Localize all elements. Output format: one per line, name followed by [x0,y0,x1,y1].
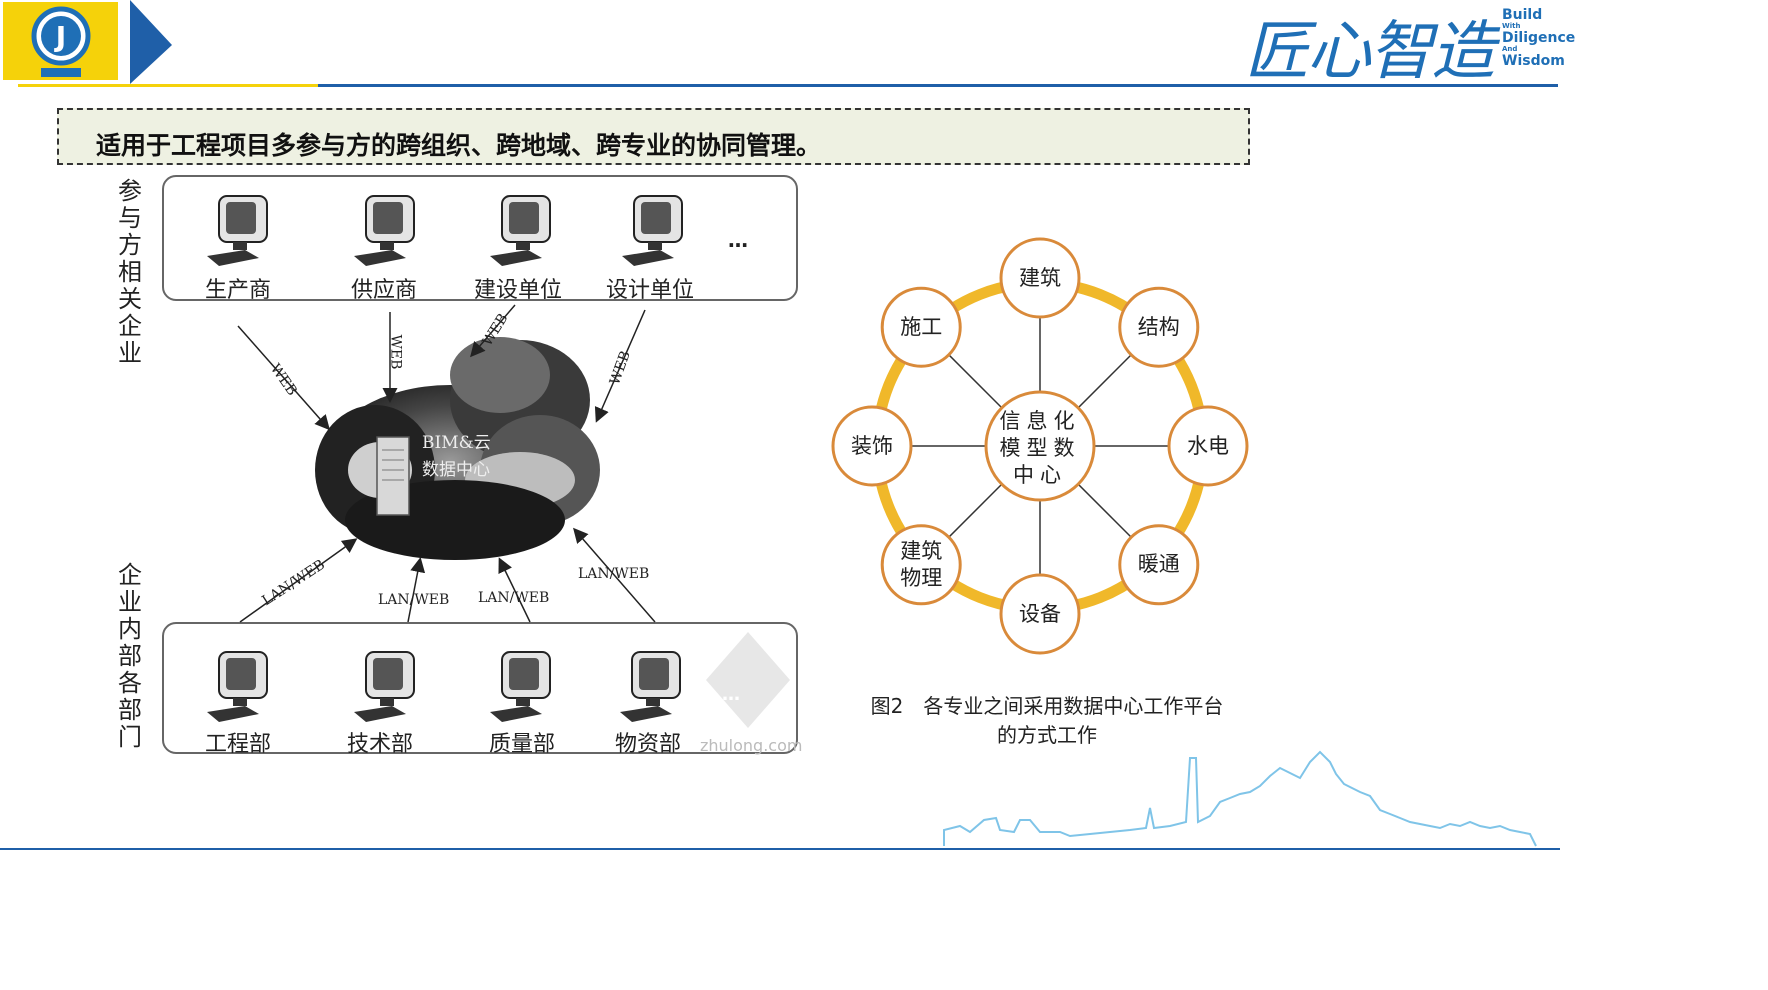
cloud-label-line: BIM&云 [422,433,491,453]
caption-line: 的方式工作 [997,723,1097,747]
hub-node-label: 装饰 [832,433,912,460]
hub-center-line: 模型数 [999,436,1081,460]
cloud-label: BIM&云 数据中心 [422,430,491,484]
header-rule-blue [318,84,1558,87]
footer-rule [0,848,1560,850]
hub-node-label: 施工 [881,314,961,341]
participant-label: 生产商 [204,278,272,303]
hub-node [831,405,913,487]
connection-label: LAN/WEB [378,592,450,608]
hub-node [880,524,962,606]
server-icon [376,436,410,516]
hub-node-label-line: 设备 [1019,601,1061,626]
watermark-text: zhulong.com [700,736,803,755]
hub-node-label: 结构 [1119,314,1199,341]
department-label: 物资部 [614,732,682,757]
computer-icon [618,650,688,724]
hub-node-label-line: 暖通 [1137,552,1180,577]
slogan-en-word: And [1502,45,1518,53]
banner-text: 适用于工程项目多参与方的跨组织、跨地域、跨专业的协同管理。 [96,131,822,160]
company-logo: J [3,2,118,80]
participants-panel [162,175,798,301]
connection-label: LAN/WEB [478,590,550,606]
hub-node [880,286,962,368]
hub-center-label: 信息化 模型数 中心 [990,408,1090,489]
hub-node-label-line: 结构 [1137,314,1180,339]
participant-label: 设计单位 [605,278,695,303]
hub-node-label-line: 物理 [900,565,943,590]
hub-nodes [831,237,1249,655]
figure-caption: 图2 各专业之间采用数据中心工作平台 的方式工作 [852,692,1242,750]
slogan-en-word: Wisdom [1502,53,1565,69]
hub-center-line: 信息化 [999,409,1081,433]
hub-node-label-line: 装饰 [851,433,893,458]
hub-node [999,573,1081,655]
connection-label: LAN/WEB [578,566,650,582]
computer-icon [488,194,558,268]
watermark-logo [706,632,790,728]
hub-node [1118,286,1200,368]
participant-label: 供应商 [350,278,418,303]
hub-node-label: 建筑 [1000,265,1080,292]
computer-icon [205,194,275,268]
hub-node-label: 建筑物理 [881,538,961,592]
top-group-label: 参与方相关企业 [118,177,142,367]
more-departments: … [722,684,740,705]
computer-icon [488,650,558,724]
department-label: 工程部 [204,732,272,757]
city-skyline-decoration [943,750,1537,847]
hub-node-label-line: 建筑 [900,538,943,563]
slogan-en-word: Build [1502,7,1543,23]
computer-icon [352,650,422,724]
hub-node-label: 设备 [1000,601,1080,628]
department-label: 质量部 [488,732,556,757]
hub-node-label-line: 建筑 [1019,265,1061,290]
header-rule-yellow [18,84,318,87]
hub-node-label: 暖通 [1119,551,1199,578]
participant-label: 建设单位 [473,278,563,303]
bottom-group-label: 企业内部各部门 [118,561,142,751]
slogan-en-word: Diligence [1502,30,1576,46]
header-triangle-icon [130,0,172,88]
slogan-en-word: With [1502,22,1521,30]
more-participants: … [728,228,748,252]
hub-node-label: 水电 [1168,433,1248,460]
computer-icon [620,194,690,268]
department-label: 技术部 [346,732,414,757]
computer-icon [205,650,275,724]
hub-center-node [984,390,1096,502]
hub-node-label-line: 水电 [1187,433,1229,458]
caption-line: 图2 各专业之间采用数据中心工作平台 [870,694,1224,718]
slogan-cn: 匠心智造 [1245,15,1495,89]
computer-icon [352,194,422,268]
cloud-label-line: 数据中心 [422,460,490,480]
hub-node [1118,524,1200,606]
hub-node [1167,405,1249,487]
hub-node [999,237,1081,319]
banner-box [57,108,1250,165]
hub-node-label-line: 施工 [900,314,943,339]
slogan-en: Build With Diligence And Wisdom [1502,8,1575,68]
hub-center-line: 中心 [1013,463,1067,487]
svg-text:J: J [54,20,66,53]
